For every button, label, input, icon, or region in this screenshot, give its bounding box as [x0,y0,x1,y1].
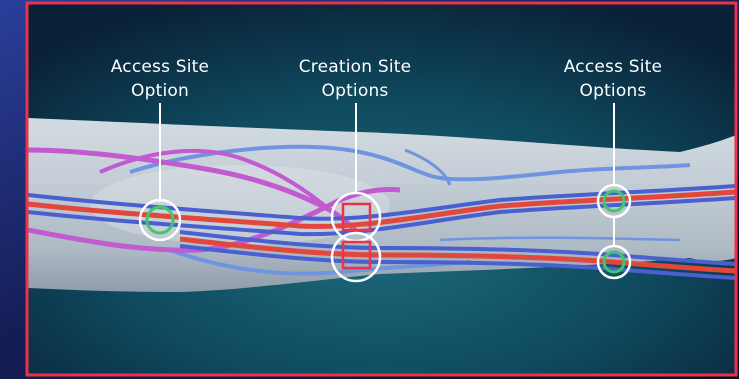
label-line-1: Access Site [60,55,260,79]
label-line-1: Creation Site [255,55,455,79]
access-site-options-label: Access Site Options [513,55,713,103]
label-line-1: Access Site [513,55,713,79]
access-site-option-label: Access Site Option [60,55,260,103]
label-line-2: Options [513,79,713,103]
label-line-2: Options [255,79,455,103]
creation-site-options-label: Creation Site Options [255,55,455,103]
label-line-2: Option [60,79,260,103]
